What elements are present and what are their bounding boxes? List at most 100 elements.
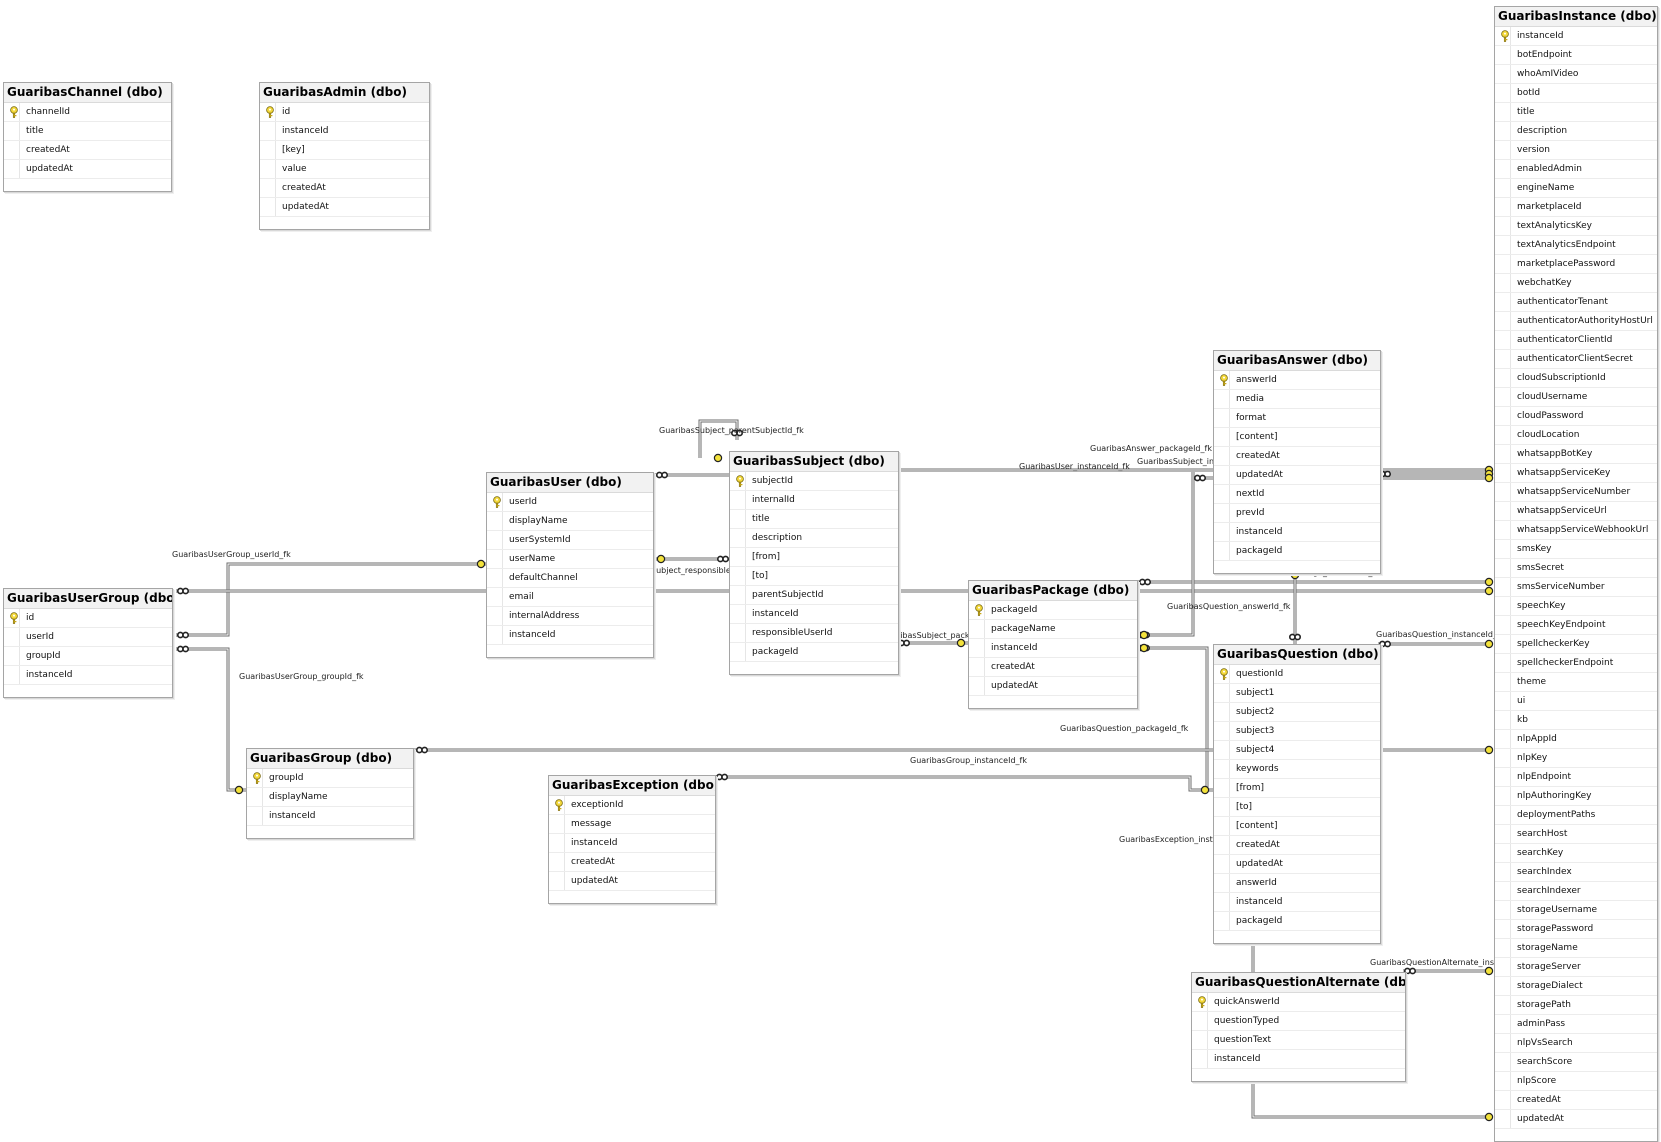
column-row[interactable]: marketplaceId	[1495, 198, 1657, 217]
column-row[interactable]: whoAmIVideo	[1495, 65, 1657, 84]
column-row[interactable]: updatedAt	[1214, 466, 1380, 485]
column-row[interactable]: storageUsername	[1495, 901, 1657, 920]
column-row[interactable]: cloudPassword	[1495, 407, 1657, 426]
column-row[interactable]: createdAt	[260, 179, 429, 198]
column-row[interactable]: packageName	[969, 620, 1137, 639]
column-row[interactable]: responsibleUserId	[730, 624, 898, 643]
column-row[interactable]: marketplacePassword	[1495, 255, 1657, 274]
column-row[interactable]: instanceId	[1214, 523, 1380, 542]
column-row[interactable]: createdAt	[4, 141, 171, 160]
primary-key-column[interactable]: answerId	[1214, 371, 1380, 390]
column-row[interactable]: title	[730, 510, 898, 529]
rel-exception-instance[interactable]	[714, 775, 1213, 792]
column-row[interactable]: authenticatorClientId	[1495, 331, 1657, 350]
column-row[interactable]: theme	[1495, 673, 1657, 692]
column-row[interactable]: authenticatorAuthorityHostUrl	[1495, 312, 1657, 331]
column-row[interactable]: kb	[1495, 711, 1657, 730]
column-row[interactable]: instanceId	[487, 626, 653, 645]
primary-key-column[interactable]: quickAnswerId	[1192, 993, 1405, 1012]
column-row[interactable]: searchScore	[1495, 1053, 1657, 1072]
column-row[interactable]: updatedAt	[1214, 855, 1380, 874]
column-row[interactable]: ui	[1495, 692, 1657, 711]
column-row[interactable]: answerId	[1214, 874, 1380, 893]
column-row[interactable]: spellcheckerKey	[1495, 635, 1657, 654]
column-row[interactable]: version	[1495, 141, 1657, 160]
column-row[interactable]: instanceId	[247, 807, 413, 826]
column-row[interactable]: [to]	[1214, 798, 1380, 817]
column-row[interactable]: nextId	[1214, 485, 1380, 504]
rel-question-package[interactable]	[1136, 646, 1209, 790]
column-row[interactable]: botId	[1495, 84, 1657, 103]
column-row[interactable]: createdAt	[549, 853, 715, 872]
column-row[interactable]: media	[1214, 390, 1380, 409]
column-row[interactable]: [from]	[1214, 779, 1380, 798]
column-row[interactable]: nlpEndpoint	[1495, 768, 1657, 787]
column-row[interactable]: packageId	[1214, 912, 1380, 931]
column-row[interactable]: email	[487, 588, 653, 607]
column-row[interactable]: groupId	[4, 647, 172, 666]
column-row[interactable]: engineName	[1495, 179, 1657, 198]
column-row[interactable]: format	[1214, 409, 1380, 428]
column-row[interactable]: whatsappServiceUrl	[1495, 502, 1657, 521]
column-row[interactable]: [key]	[260, 141, 429, 160]
column-row[interactable]: spellcheckerEndpoint	[1495, 654, 1657, 673]
primary-key-column[interactable]: packageId	[969, 601, 1137, 620]
primary-key-column[interactable]: exceptionId	[549, 796, 715, 815]
primary-key-column[interactable]: id	[4, 609, 172, 628]
primary-key-column[interactable]: subjectId	[730, 472, 898, 491]
column-row[interactable]: updatedAt	[549, 872, 715, 891]
column-row[interactable]: description	[1495, 122, 1657, 141]
column-row[interactable]: nlpAppId	[1495, 730, 1657, 749]
rel-user-userid[interactable]	[176, 562, 486, 637]
column-row[interactable]: storagePath	[1495, 996, 1657, 1015]
column-row[interactable]: parentSubjectId	[730, 586, 898, 605]
column-row[interactable]: enabledAdmin	[1495, 160, 1657, 179]
column-row[interactable]: instanceId	[1214, 893, 1380, 912]
column-row[interactable]: [to]	[730, 567, 898, 586]
primary-key-column[interactable]: instanceId	[1495, 27, 1657, 46]
column-row[interactable]: subject2	[1214, 703, 1380, 722]
column-row[interactable]: [content]	[1214, 428, 1380, 447]
column-row[interactable]: searchHost	[1495, 825, 1657, 844]
rel-answer-q[interactable]	[1136, 472, 1195, 637]
column-row[interactable]: userName	[487, 550, 653, 569]
column-row[interactable]: textAnalyticsEndpoint	[1495, 236, 1657, 255]
column-row[interactable]: [from]	[730, 548, 898, 567]
column-row[interactable]: storagePassword	[1495, 920, 1657, 939]
column-row[interactable]: speechKey	[1495, 597, 1657, 616]
column-row[interactable]: instanceId	[549, 834, 715, 853]
column-row[interactable]: questionTyped	[1192, 1012, 1405, 1031]
column-row[interactable]: storageServer	[1495, 958, 1657, 977]
column-row[interactable]: storageName	[1495, 939, 1657, 958]
column-row[interactable]: userSystemId	[487, 531, 653, 550]
column-row[interactable]: storageDialect	[1495, 977, 1657, 996]
column-row[interactable]: authenticatorTenant	[1495, 293, 1657, 312]
column-row[interactable]: value	[260, 160, 429, 179]
column-row[interactable]: updatedAt	[4, 160, 171, 179]
column-row[interactable]: whatsappServiceKey	[1495, 464, 1657, 483]
column-row[interactable]: subject4	[1214, 741, 1380, 760]
column-row[interactable]: adminPass	[1495, 1015, 1657, 1034]
column-row[interactable]: userId	[4, 628, 172, 647]
primary-key-column[interactable]: questionId	[1214, 665, 1380, 684]
column-row[interactable]: searchIndex	[1495, 863, 1657, 882]
column-row[interactable]: internalId	[730, 491, 898, 510]
column-row[interactable]: cloudLocation	[1495, 426, 1657, 445]
column-row[interactable]: searchKey	[1495, 844, 1657, 863]
column-row[interactable]: webchatKey	[1495, 274, 1657, 293]
column-row[interactable]: instanceId	[730, 605, 898, 624]
column-row[interactable]: subject3	[1214, 722, 1380, 741]
table-guaribas-question-alternate[interactable]: GuaribasQuestionAlternate (dbo) quickAns…	[1191, 972, 1406, 1082]
column-row[interactable]: smsSecret	[1495, 559, 1657, 578]
column-row[interactable]: packageId	[730, 643, 898, 662]
column-row[interactable]: smsKey	[1495, 540, 1657, 559]
rel-usergroup-group[interactable]	[176, 647, 246, 792]
column-row[interactable]: speechKeyEndpoint	[1495, 616, 1657, 635]
